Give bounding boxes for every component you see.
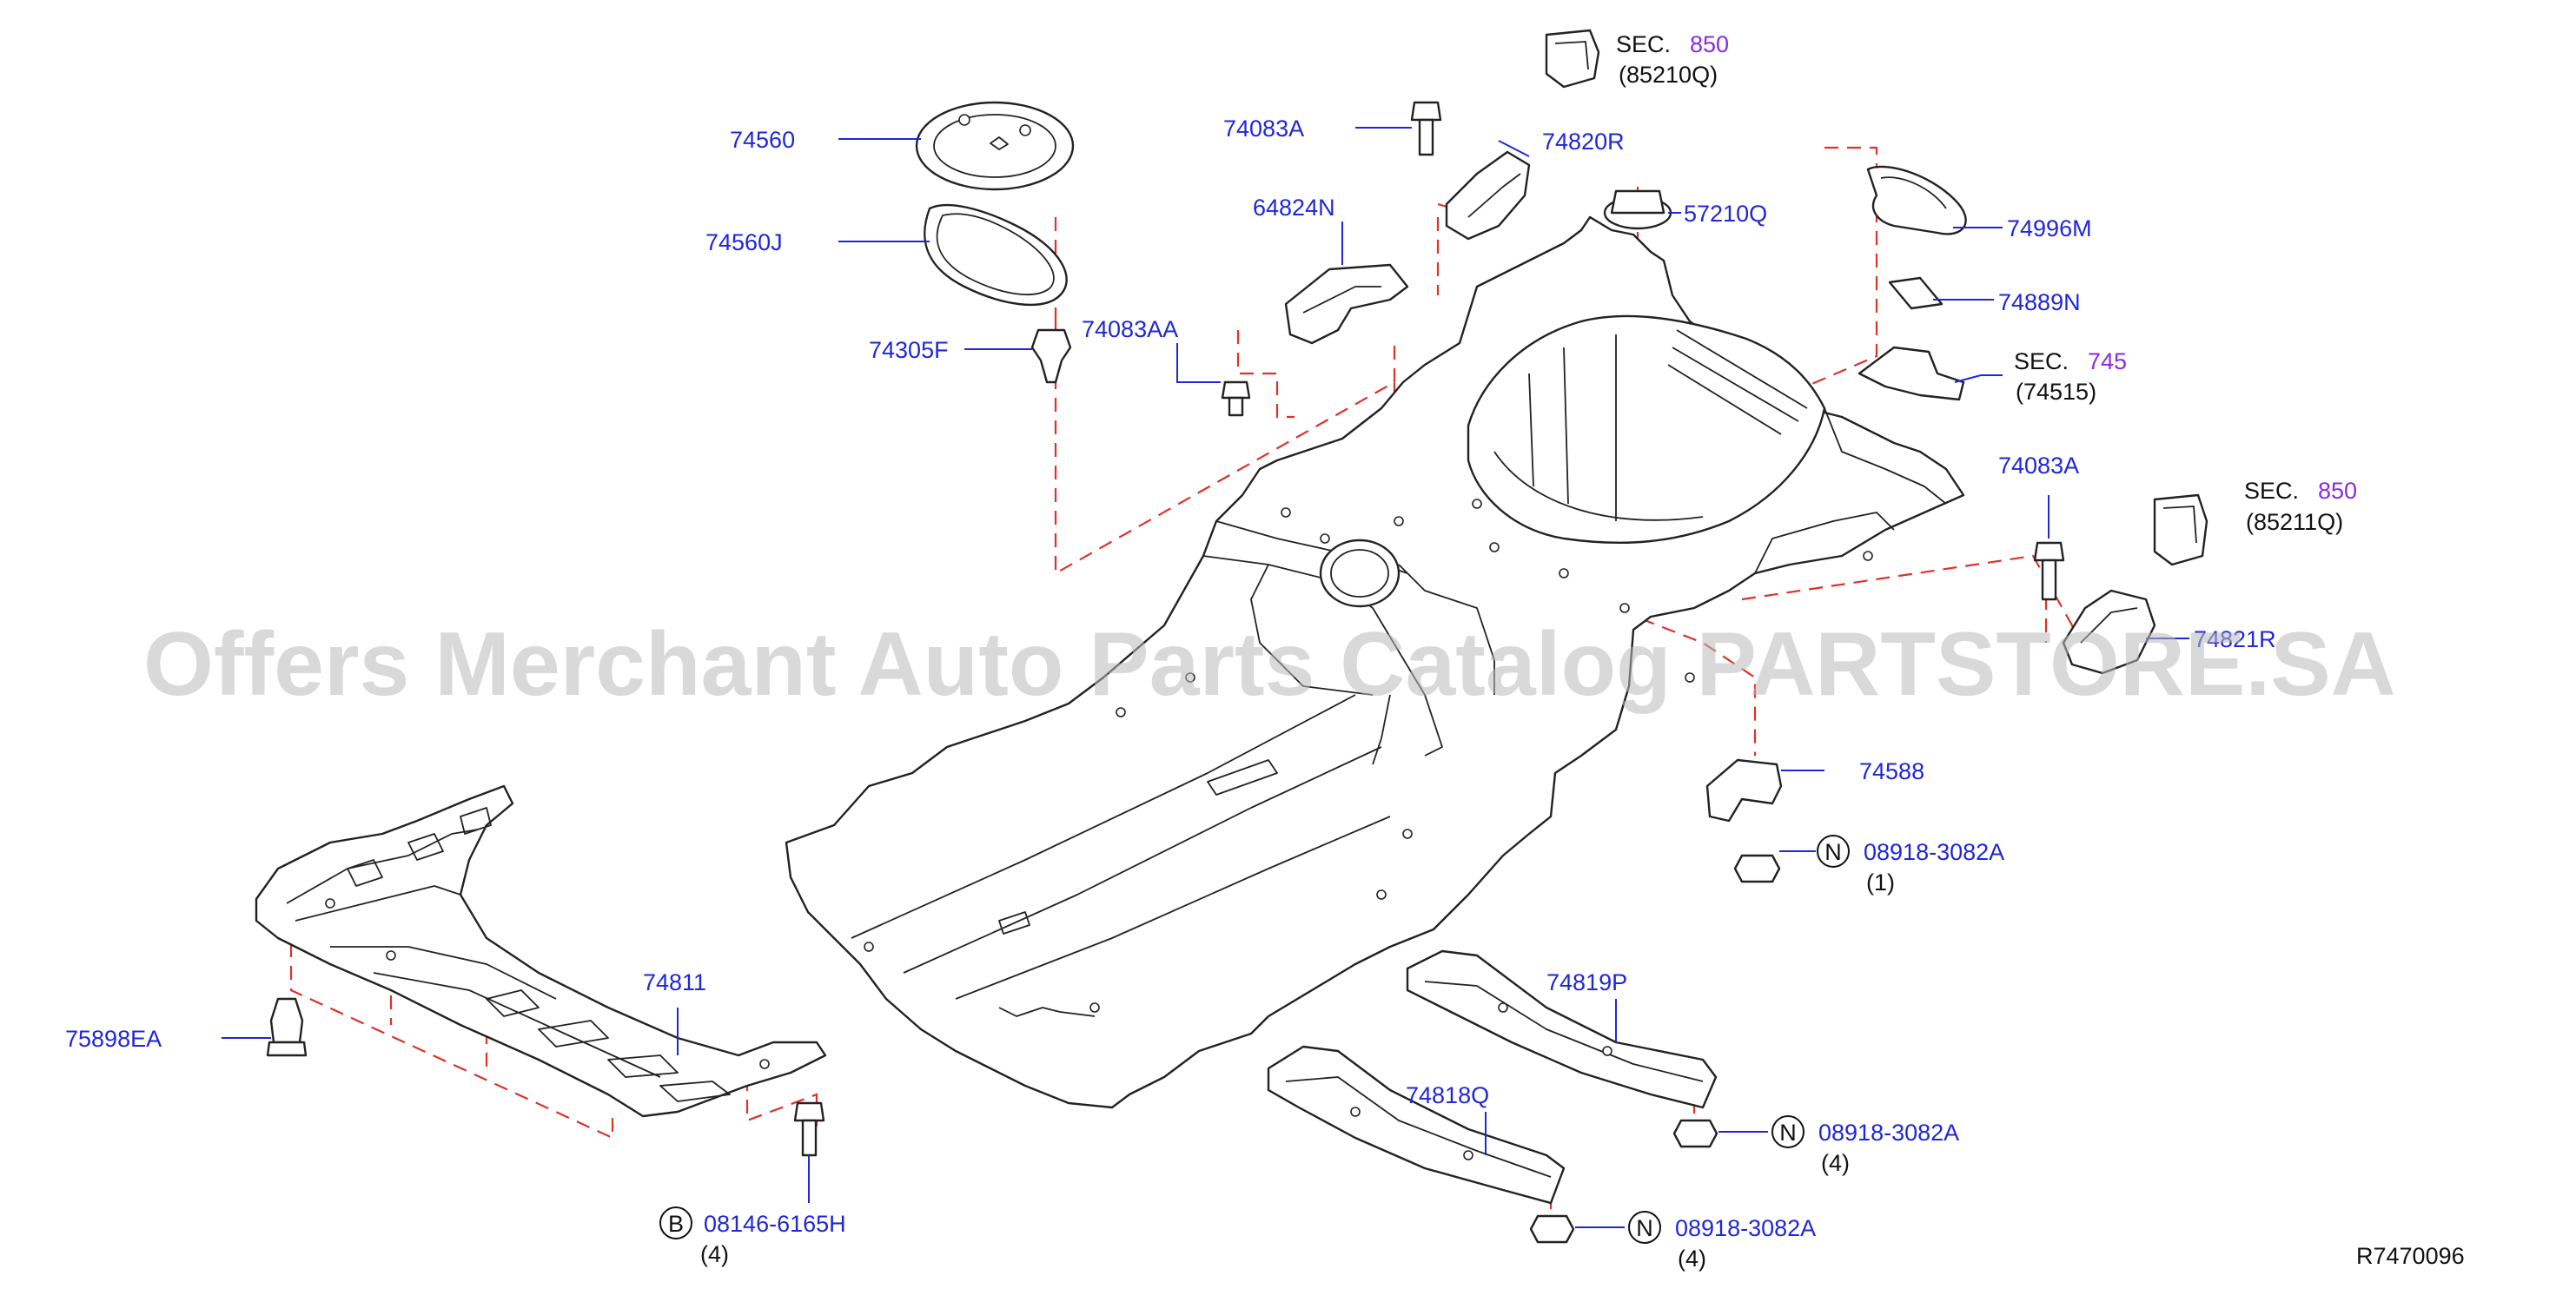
fastener-n-circle-icon — [1817, 835, 1850, 868]
watermark: Offers Merchant Auto Parts Catalog PARTS… — [143, 614, 2396, 715]
bolt-74083A-top — [1410, 101, 1442, 156]
nut-74819P — [1672, 1119, 1718, 1148]
bracket-74515 — [1858, 346, 1965, 401]
section-ref-74515[interactable]: SEC. 745 (74515) — [2014, 348, 2127, 405]
label-74305F[interactable]: 74305F — [869, 337, 949, 363]
fastener-callout-2[interactable]: N 08918-3082A (4) — [1771, 1115, 1959, 1176]
label-57210Q[interactable]: 57210Q — [1684, 201, 1767, 227]
fastener-n-circle-icon — [1771, 1115, 1805, 1148]
fastener-part: 08146-6165H — [704, 1211, 846, 1237]
fastener-part: 08918-3082A — [1864, 839, 2004, 865]
fastener-qty: (4) — [1678, 1246, 1706, 1272]
fastener-symbol: N — [1824, 839, 1842, 865]
label-74889N[interactable]: 74889N — [1998, 289, 2081, 315]
section-ref: (85210Q) — [1619, 62, 1718, 88]
bracket-64824N — [1284, 263, 1409, 345]
label-74083A-right[interactable]: 74083A — [1998, 453, 2079, 479]
label-74818Q[interactable]: 74818Q — [1406, 1082, 1489, 1108]
grommet-57210Q — [1603, 189, 1672, 230]
fastener-qty: (4) — [700, 1241, 729, 1267]
fastener-qty: (4) — [1821, 1150, 1850, 1176]
label-75898EA[interactable]: 75898EA — [65, 1026, 162, 1052]
bolt-74083A-right — [2033, 541, 2065, 601]
section-number: 745 — [2088, 348, 2127, 374]
section-ref-85211Q[interactable]: SEC. 850 (85211Q) — [2244, 478, 2357, 535]
label-74560J[interactable]: 74560J — [705, 229, 783, 255]
bracket-85210Q — [1545, 29, 1600, 89]
bolt-b-circle-icon — [659, 1206, 692, 1239]
fastener-symbol: B — [668, 1211, 684, 1237]
bracket-85211Q — [2153, 493, 2208, 566]
seal-74560J — [924, 203, 1068, 307]
label-74083A-top[interactable]: 74083A — [1223, 116, 1304, 142]
label-64824N[interactable]: 64824N — [1253, 195, 1335, 221]
fastener-callout-3[interactable]: N 08918-3082A (4) — [1628, 1211, 1816, 1272]
bolt-74083AA — [1221, 380, 1251, 417]
bracket-74821R — [2062, 589, 2156, 675]
fastener-symbol: N — [1779, 1120, 1797, 1146]
part-labels: 74560 74560J 74305F 74083AA 74083A 64824… — [65, 116, 2276, 1108]
clip-75898EA — [266, 997, 308, 1057]
label-74560[interactable]: 74560 — [730, 127, 795, 153]
floor-insulator — [785, 215, 1965, 1109]
label-74996M[interactable]: 74996M — [2007, 215, 2092, 241]
service-lid-74560 — [915, 101, 1075, 191]
fastener-callout-4[interactable]: B 08146-6165H (4) — [659, 1206, 846, 1267]
label-74811[interactable]: 74811 — [643, 969, 706, 995]
fastener-callout-1[interactable]: N 08918-3082A (1) — [1817, 835, 2004, 896]
diagram-code: R7470096 — [2356, 1243, 2465, 1269]
fastener-qty: (1) — [1866, 869, 1895, 896]
label-74820R[interactable]: 74820R — [1542, 129, 1625, 155]
reinforcement-74818Q — [1267, 1045, 1566, 1205]
under-cover-74811 — [255, 784, 827, 1118]
bolt-08146-6165H — [793, 1101, 825, 1157]
label-74588[interactable]: 74588 — [1859, 758, 1924, 784]
label-74819P[interactable]: 74819P — [1546, 969, 1627, 995]
section-ref-85210Q[interactable]: SEC. 850 (85210Q) — [1616, 31, 1729, 88]
label-74083AA[interactable]: 74083AA — [1082, 316, 1178, 342]
section-prefix: SEC. — [2244, 478, 2299, 504]
fastener-part: 08918-3082A — [1818, 1120, 1959, 1146]
clip-74305F — [1030, 328, 1072, 384]
section-number: 850 — [1690, 31, 1729, 57]
section-prefix: SEC. — [2014, 348, 2069, 374]
cover-74889N — [1888, 276, 1944, 310]
bracket-74588 — [1705, 758, 1783, 823]
bracket-74820R — [1445, 150, 1531, 241]
guide-74996M — [1866, 165, 1967, 235]
section-ref: (85211Q) — [2246, 509, 2343, 535]
fastener-n-circle-icon — [1628, 1211, 1661, 1244]
label-74821R[interactable]: 74821R — [2194, 626, 2276, 652]
section-prefix: SEC. — [1616, 31, 1671, 57]
leader-lines — [222, 127, 2189, 1228]
section-ref: (74515) — [2016, 379, 2096, 405]
fastener-symbol: N — [1636, 1215, 1653, 1241]
nut-74588 — [1733, 854, 1781, 883]
section-number: 850 — [2318, 478, 2357, 504]
fastener-part: 08918-3082A — [1675, 1215, 1816, 1241]
nut-74818Q — [1529, 1214, 1575, 1244]
reinforcement-74819P — [1406, 949, 1718, 1109]
